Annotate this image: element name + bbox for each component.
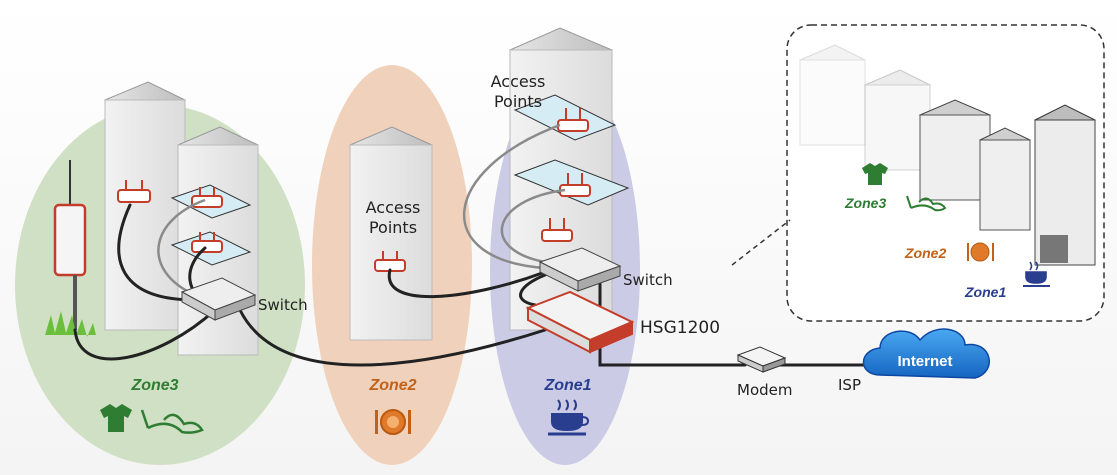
shirt-icon	[100, 404, 132, 432]
access-point-device	[191, 232, 223, 253]
inset-building-3	[918, 99, 992, 201]
switch-left	[180, 277, 257, 321]
modem-device	[736, 346, 787, 373]
outdoor-access-point	[45, 160, 96, 337]
zone1-label: Zone1	[543, 377, 591, 394]
isp-label: ISP	[838, 376, 861, 394]
inset-building-1	[798, 44, 867, 146]
access-points-label-right-2: Points	[494, 92, 542, 111]
inset-building-4	[978, 127, 1032, 231]
switch-label-right: Switch	[623, 271, 673, 289]
switch-label-left: Switch	[258, 296, 308, 314]
access-point-device	[541, 218, 573, 242]
inset-zone1-label: Zone1	[964, 284, 1006, 300]
internet-cloud	[862, 328, 990, 379]
hsg1200-label: HSG1200	[640, 318, 720, 338]
access-point-device	[374, 251, 406, 272]
high-heel-shoe-icon	[140, 409, 204, 434]
inset-high-heel-shoe-icon	[906, 195, 947, 212]
inset-coffee-cup-icon	[1023, 261, 1050, 287]
hsg1200-gateway	[525, 290, 635, 354]
plate-fork-knife-icon	[375, 409, 411, 435]
access-points-label-right: Access	[491, 72, 546, 91]
zone2-label: Zone2	[368, 377, 416, 394]
access-point-device	[191, 187, 223, 208]
building-zone2	[348, 126, 434, 341]
building-zone3-back	[103, 81, 187, 331]
switch-right	[538, 247, 622, 292]
inset-shirt-icon	[862, 163, 888, 185]
inset-zone2-label: Zone2	[904, 245, 946, 261]
cables-grey	[157, 123, 566, 297]
inset-building-2	[863, 69, 932, 171]
inset-building-5	[1033, 104, 1097, 266]
coffee-cup-icon	[548, 399, 590, 436]
inset-plate-fork-knife-icon	[967, 242, 994, 262]
access-point-device	[117, 180, 151, 203]
inset-zone3-label: Zone3	[844, 195, 886, 211]
modem-label: Modem	[737, 381, 792, 399]
access-points-label-left: Access	[366, 198, 421, 217]
zone3-label: Zone3	[130, 377, 178, 394]
access-points-label-left-2: Points	[369, 218, 417, 237]
internet-label: Internet	[897, 353, 952, 370]
